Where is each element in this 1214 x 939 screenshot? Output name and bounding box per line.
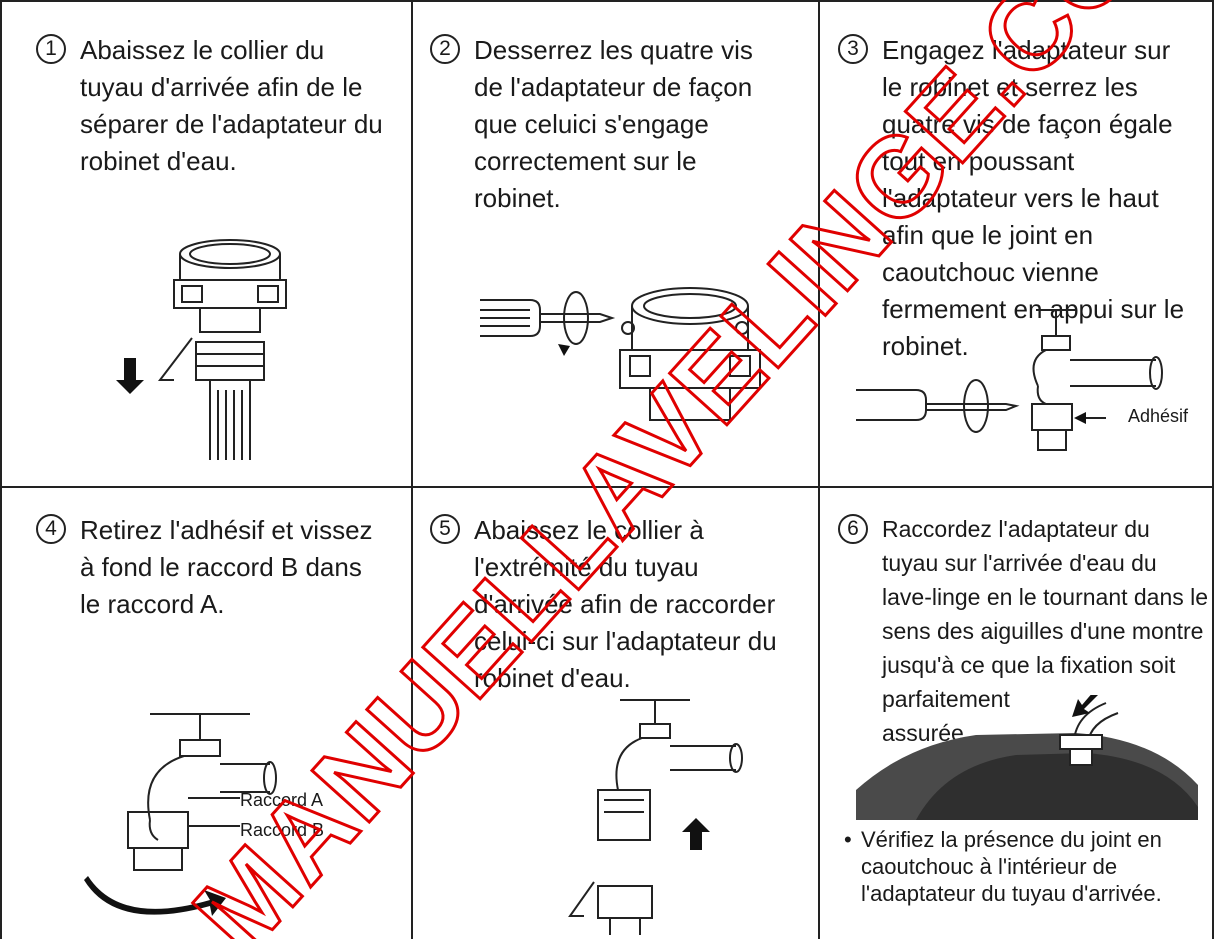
raccord-b-label: Raccord B bbox=[240, 820, 325, 840]
step-number: 4 bbox=[36, 514, 66, 544]
step-text: Engagez l'adaptateur sur le robinet et s… bbox=[882, 35, 1185, 361]
raccord-screwing-illustration bbox=[84, 713, 277, 916]
step-number: 2 bbox=[430, 34, 460, 64]
step-text: Raccordez l'adaptateur du tuyau sur l'ar… bbox=[882, 516, 1209, 746]
step-number: 1 bbox=[36, 34, 66, 64]
step-1: 1 Abaissez le collier du tuyau d'arrivée… bbox=[36, 32, 406, 180]
check-gasket-note: • Vérifiez la présence du joint en caout… bbox=[844, 826, 1210, 907]
step-3: 3 Engagez l'adaptateur sur le robinet et… bbox=[838, 32, 1208, 365]
collar-connection-illustration bbox=[568, 699, 743, 935]
step-number: 6 bbox=[838, 514, 868, 544]
step-number: 5 bbox=[430, 514, 460, 544]
row-divider bbox=[0, 486, 1214, 488]
adhesif-label: Adhésif bbox=[1128, 406, 1189, 426]
step-text: Desserrez les quatre vis de l'adaptateur… bbox=[474, 35, 753, 213]
step-text: Retirez l'adhésif et vissez à fond le ra… bbox=[80, 515, 373, 619]
left-border bbox=[0, 0, 2, 939]
washer-inlet-illustration bbox=[856, 695, 1198, 820]
step-text: Abaissez le collier du tuyau d'arrivée a… bbox=[80, 35, 383, 176]
raccord-a-label: Raccord A bbox=[240, 790, 324, 810]
step-2: 2 Desserrez les quatre vis de l'adaptate… bbox=[430, 32, 810, 217]
step-4: 4 Retirez l'adhésif et vissez à fond le … bbox=[36, 512, 406, 623]
screwdriver-loosening-illustration bbox=[480, 287, 761, 421]
right-border bbox=[1212, 0, 1214, 939]
step-6: 6 Raccordez l'adaptateur du tuyau sur l'… bbox=[838, 512, 1210, 750]
note-text: Vérifiez la présence du joint en caoutch… bbox=[861, 827, 1162, 906]
adapter-separation-illustration bbox=[116, 239, 287, 460]
step-text: Abaissez le collier à l'extrémité du tuy… bbox=[474, 515, 777, 693]
faucet-tightening-illustration bbox=[856, 309, 1163, 451]
step-5: 5 Abaissez le collier à l'extrémité du t… bbox=[430, 512, 810, 697]
top-border bbox=[0, 0, 1214, 2]
column-divider-2 bbox=[818, 0, 820, 939]
step-number: 3 bbox=[838, 34, 868, 64]
column-divider-1 bbox=[411, 0, 413, 939]
bullet: • bbox=[844, 827, 852, 852]
